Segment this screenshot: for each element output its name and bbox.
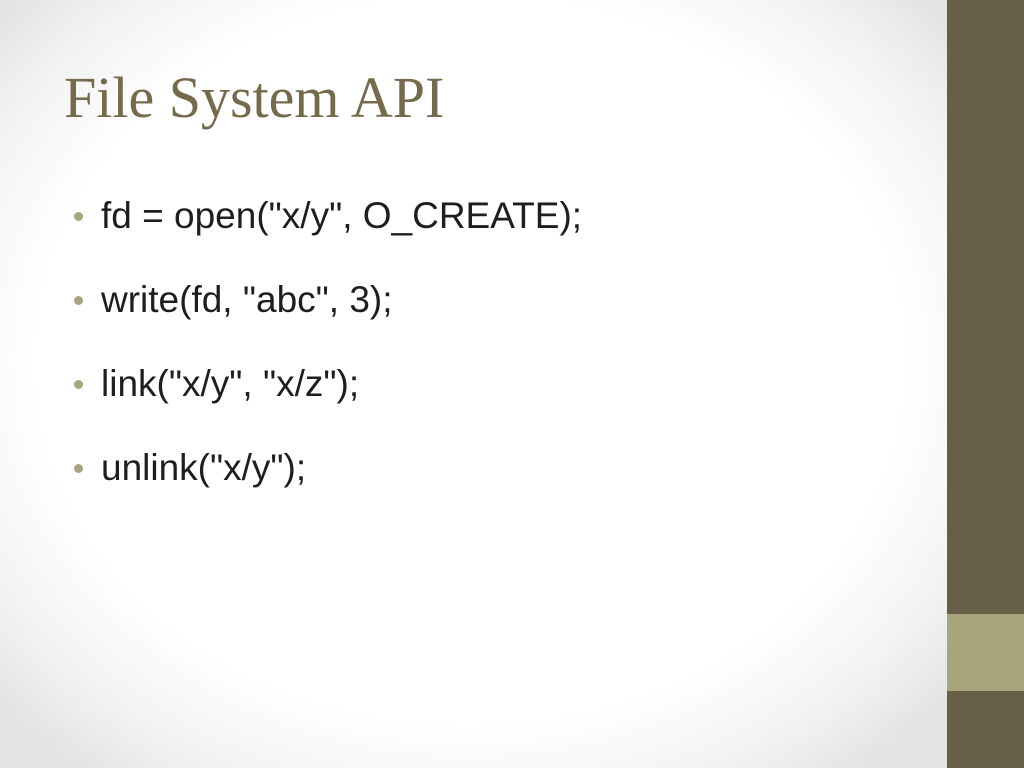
bullet-item-unlink: unlink("x/y"); <box>74 442 582 526</box>
bullet-dot-icon <box>74 296 83 305</box>
bullet-text: write(fd, "abc", 3); <box>101 279 393 320</box>
bullet-list: fd = open("x/y", O_CREATE); write(fd, "a… <box>74 190 582 526</box>
bullet-dot-icon <box>74 380 83 389</box>
bullet-text: unlink("x/y"); <box>101 447 307 488</box>
decorative-sidebar-accent <box>947 614 1024 691</box>
slide-title: File System API <box>64 65 445 130</box>
bullet-text: link("x/y", "x/z"); <box>101 363 360 404</box>
bullet-item-link: link("x/y", "x/z"); <box>74 358 582 442</box>
bullet-dot-icon <box>74 464 83 473</box>
bullet-item-open: fd = open("x/y", O_CREATE); <box>74 190 582 274</box>
bullet-dot-icon <box>74 212 83 221</box>
bullet-item-write: write(fd, "abc", 3); <box>74 274 582 358</box>
bullet-text: fd = open("x/y", O_CREATE); <box>101 195 583 236</box>
